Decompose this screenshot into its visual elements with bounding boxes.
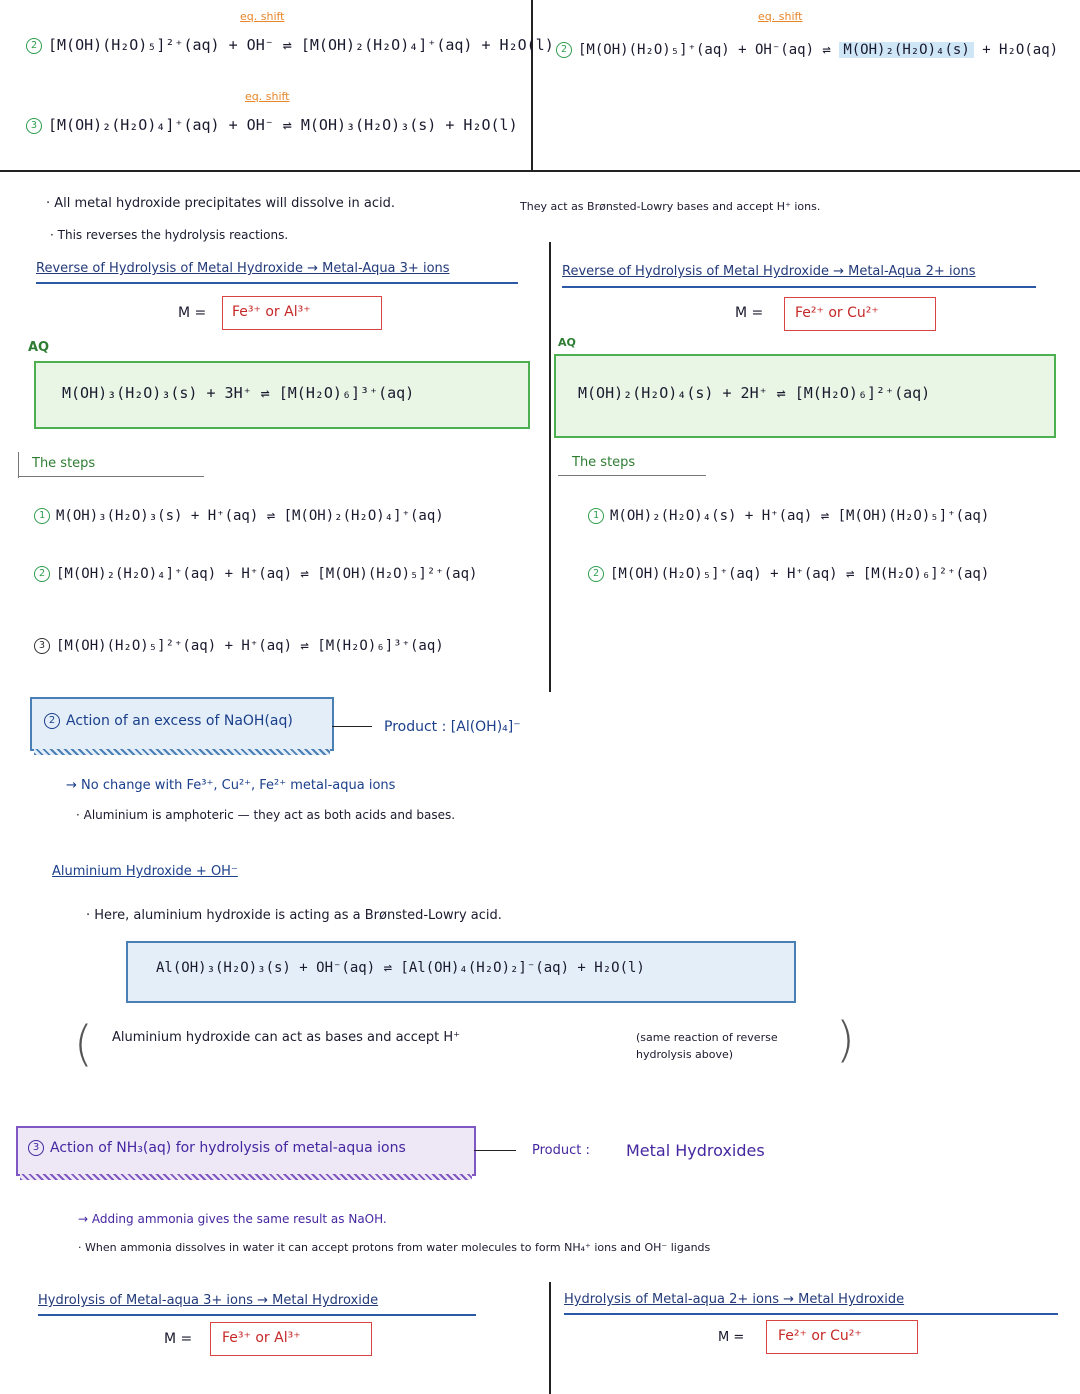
note-line: They act as Brønsted-Lowry bases and acc… <box>520 200 820 213</box>
eq-shift-label: eq. shift <box>758 10 803 23</box>
paren-close: ) <box>836 1012 855 1068</box>
heading-underline <box>564 1313 1058 1315</box>
step-number-icon: 1 <box>34 508 50 524</box>
section-title: 2 Action of an excess of NaOH(aq) <box>44 713 293 729</box>
steps-label: The steps <box>32 456 96 471</box>
section-heading: Hydrolysis of Metal-aqua 3+ ions → Metal… <box>38 1293 379 1308</box>
step-equation: [M(OH)(H₂O)₅]⁺(aq) + H⁺(aq) ⇌ [M(H₂O)₆]²… <box>610 566 990 582</box>
step-number-icon: 2 <box>34 566 50 582</box>
step-number-icon: 2 <box>556 42 572 58</box>
note-text: They act as Brønsted-Lowry bases and acc… <box>520 200 821 213</box>
step-row: 2 [M(OH)(H₂O)₅]⁺(aq) + H⁺(aq) ⇌ [M(H₂O)₆]… <box>588 566 989 582</box>
heading-underline <box>36 282 518 284</box>
bullet-line: → Adding ammonia gives the same result a… <box>78 1212 387 1226</box>
metal-box <box>210 1322 372 1356</box>
note-text: This reverses the hydrolysis reactions. <box>57 228 289 242</box>
equation-row: 3 [M(OH)₂(H₂O)₄]⁺(aq) + OH⁻ ⇌ M(OH)₃(H₂O)… <box>26 116 518 134</box>
section-title-text: Action of an excess of NaOH(aq) <box>66 713 293 729</box>
step-row: 2 [M(OH)₂(H₂O)₄]⁺(aq) + H⁺(aq) ⇌ [M(OH)(H… <box>34 566 477 582</box>
metal-values: Fe³⁺ or Al³⁺ <box>222 1330 301 1346</box>
step-row: 1 M(OH)₃(H₂O)₃(s) + H⁺(aq) ⇌ [M(OH)₂(H₂O)… <box>34 508 444 524</box>
equation-text: [M(OH)(H₂O)₅]⁺(aq) + OH⁻(aq) ⇌ <box>578 42 831 58</box>
bullet-text: When ammonia dissolves in water it can a… <box>85 1241 711 1254</box>
overall-equation-box <box>554 354 1056 438</box>
steps-underline <box>558 475 706 476</box>
metal-box <box>766 1320 918 1354</box>
step-number-icon: 1 <box>588 508 604 524</box>
steps-underline <box>18 476 204 477</box>
product-value: Metal Hydroxides <box>626 1141 765 1160</box>
bullet-line: · Aluminium is amphoteric — they act as … <box>76 808 456 822</box>
steps-label: The steps <box>572 455 636 470</box>
equation-text: [M(OH)₂(H₂O)₄]⁺(aq) + OH⁻ ⇌ M(OH)₃(H₂O)₃… <box>48 116 518 134</box>
step-row: 3 [M(OH)(H₂O)₅]²⁺(aq) + H⁺(aq) ⇌ [M(H₂O)₆… <box>34 638 444 654</box>
note-line: · This reverses the hydrolysis reactions… <box>50 228 289 242</box>
margin-note: AQ <box>558 336 576 349</box>
section-title-stripe <box>20 1174 472 1180</box>
top-divider-vertical <box>531 0 533 170</box>
bullet-line: → No change with Fe³⁺, Cu²⁺, Fe²⁺ metal-… <box>66 778 396 793</box>
heading-underline <box>38 1314 476 1316</box>
step-equation: [M(OH)(H₂O)₅]²⁺(aq) + H⁺(aq) ⇌ [M(H₂O)₆]… <box>56 638 444 654</box>
margin-note: AQ <box>28 340 50 355</box>
equation-row: 2 [M(OH)(H₂O)₅]⁺(aq) + OH⁻(aq) ⇌ M(OH)₂(H… <box>556 42 1058 58</box>
section-number-icon: 3 <box>28 1140 44 1156</box>
middle-divider-vertical <box>549 242 551 692</box>
metal-box <box>222 296 382 330</box>
step-equation: M(OH)₃(H₂O)₃(s) + H⁺(aq) ⇌ [M(OH)₂(H₂O)₄… <box>56 508 444 524</box>
m-label: M = <box>178 305 207 321</box>
section-heading: Hydrolysis of Metal-aqua 2+ ions → Metal… <box>564 1292 905 1307</box>
section-title: 3 Action of NH₃(aq) for hydrolysis of met… <box>28 1140 406 1156</box>
overall-equation-box <box>34 361 530 429</box>
m-label: M = <box>735 305 764 321</box>
equation-box <box>126 941 796 1003</box>
step-number-icon: 2 <box>26 37 42 54</box>
m-label: M = <box>164 1331 193 1347</box>
equation-text: [M(OH)(H₂O)₅]²⁺(aq) + OH⁻ ⇌ [M(OH)₂(H₂O)… <box>48 36 554 54</box>
product-connector <box>474 1150 516 1151</box>
section-heading: Reverse of Hydrolysis of Metal Hydroxide… <box>36 261 450 276</box>
equation-row: 2 [M(OH)(H₂O)₅]²⁺(aq) + OH⁻ ⇌ [M(OH)₂(H₂O… <box>26 36 554 54</box>
metal-values: Fe³⁺ or Al³⁺ <box>232 304 311 320</box>
step-equation: M(OH)₂(H₂O)₄(s) + H⁺(aq) ⇌ [M(OH)(H₂O)₅]… <box>610 508 990 524</box>
top-divider-horizontal <box>0 170 1080 172</box>
product-label: Product : <box>532 1143 590 1158</box>
eq-shift-label: eq. shift <box>245 90 290 103</box>
aluminium-equation: Al(OH)₃(H₂O)₃(s) + OH⁻(aq) ⇌ [Al(OH)₄(H₂… <box>156 960 645 976</box>
product-label: Product : [Al(OH)₄]⁻ <box>384 719 521 735</box>
step-number-icon: 3 <box>34 638 50 654</box>
note-line: · Here, aluminium hydroxide is acting as… <box>86 908 502 923</box>
section-heading: Reverse of Hydrolysis of Metal Hydroxide… <box>562 264 976 279</box>
paren-open: ( <box>74 1016 93 1072</box>
paren-note-small: (same reaction of reverse hydrolysis abo… <box>636 1031 778 1061</box>
bottom-divider-vertical <box>549 1282 551 1394</box>
heading-underline <box>562 286 1036 288</box>
overall-equation: M(OH)₃(H₂O)₃(s) + 3H⁺ ⇌ [M(H₂O)₆]³⁺(aq) <box>62 384 415 402</box>
step-equation: [M(OH)₂(H₂O)₄]⁺(aq) + H⁺(aq) ⇌ [M(OH)(H₂… <box>56 566 478 582</box>
sub-heading: Aluminium Hydroxide + OH⁻ <box>52 864 238 879</box>
step-row: 1 M(OH)₂(H₂O)₄(s) + H⁺(aq) ⇌ [M(OH)(H₂O)₅… <box>588 508 989 524</box>
paren-note: Aluminium hydroxide can act as bases and… <box>112 1030 460 1045</box>
bullet-text: Aluminium is amphoteric — they act as bo… <box>83 808 456 822</box>
eq-shift-label: eq. shift <box>240 10 285 23</box>
note-text: Here, aluminium hydroxide is acting as a… <box>94 908 502 923</box>
note-line: · All metal hydroxide precipitates will … <box>46 196 395 211</box>
product-connector <box>332 726 372 727</box>
steps-bar <box>18 452 19 478</box>
section-title-text: Action of NH₃(aq) for hydrolysis of meta… <box>50 1140 406 1156</box>
step-number-icon: 3 <box>26 117 42 134</box>
step-number-icon: 2 <box>588 566 604 582</box>
section-title-box <box>30 697 334 751</box>
note-text: All metal hydroxide precipitates will di… <box>54 196 395 211</box>
metal-values: Fe²⁺ or Cu²⁺ <box>778 1328 862 1344</box>
overall-equation: M(OH)₂(H₂O)₄(s) + 2H⁺ ⇌ [M(H₂O)₆]²⁺(aq) <box>578 384 931 402</box>
equation-text: + H₂O(aq) <box>982 42 1059 58</box>
section-number-icon: 2 <box>44 713 60 729</box>
m-label: M = <box>718 1330 745 1345</box>
metal-values: Fe²⁺ or Cu²⁺ <box>795 305 879 321</box>
precipitate-highlight: M(OH)₂(H₂O)₄(s) <box>839 42 974 58</box>
bullet-line: · When ammonia dissolves in water it can… <box>78 1241 711 1254</box>
section-title-stripe <box>34 749 330 755</box>
metal-box <box>784 297 936 331</box>
